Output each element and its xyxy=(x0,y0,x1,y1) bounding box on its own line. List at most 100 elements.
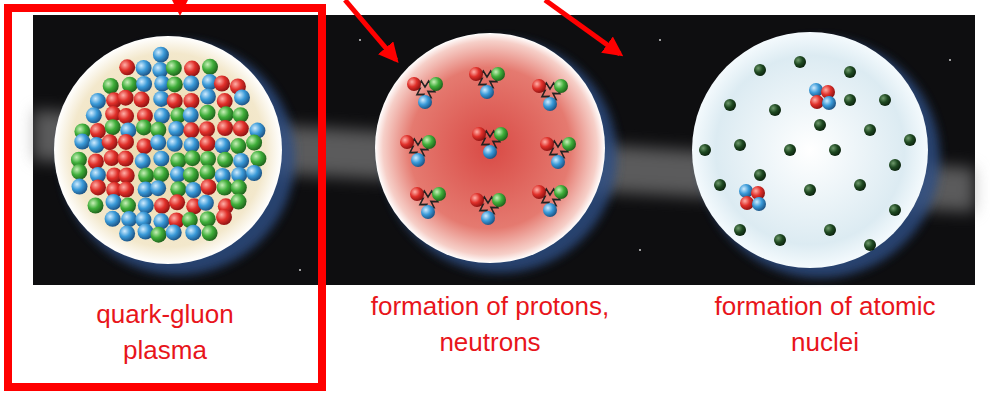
quark-ball xyxy=(88,198,104,214)
quark-ball xyxy=(432,187,446,201)
dark-band xyxy=(33,15,975,285)
quark-ball xyxy=(88,154,104,170)
proton-triplets xyxy=(400,67,576,225)
quark-ball xyxy=(138,198,154,214)
quark-ball xyxy=(118,151,134,167)
quark-ball xyxy=(90,123,106,139)
quark-ball xyxy=(138,168,154,184)
quark-ball xyxy=(167,76,183,92)
quark-ball xyxy=(429,77,443,91)
quark-ball xyxy=(184,61,200,77)
quark-ball xyxy=(411,153,425,167)
quark-ball xyxy=(168,121,184,137)
stage-label: formation of atomic nuclei xyxy=(691,288,959,360)
quark-gluon-balls xyxy=(71,47,267,243)
quark-ball xyxy=(183,107,199,123)
quark-ball xyxy=(199,121,215,137)
quark-ball xyxy=(202,59,218,75)
electron-dot xyxy=(769,104,781,116)
quark-ball xyxy=(118,134,134,150)
quark-ball xyxy=(562,137,576,151)
quark-ball xyxy=(169,194,185,210)
quark-ball xyxy=(153,213,169,229)
quark-ball xyxy=(154,108,170,124)
nucleon-ball xyxy=(810,95,824,109)
quark-ball xyxy=(185,225,201,241)
quark-ball xyxy=(214,76,230,92)
quark-ball xyxy=(470,193,484,207)
quark-ball xyxy=(135,153,151,169)
quark-ball xyxy=(418,95,432,109)
quark-ball xyxy=(183,76,199,92)
quark-ball xyxy=(154,198,170,214)
electron-dot xyxy=(699,144,711,156)
electron-dot xyxy=(734,139,746,151)
quark-ball xyxy=(200,89,216,105)
quark-ball xyxy=(233,121,249,137)
electron-dot xyxy=(724,99,736,111)
quark-ball xyxy=(151,227,167,243)
quark-ball xyxy=(554,185,568,199)
quark-ball xyxy=(86,107,102,123)
stage-label: quark-gluon plasma xyxy=(75,296,255,368)
quark-ball xyxy=(121,211,137,227)
quark-ball xyxy=(153,151,169,167)
quark-ball xyxy=(492,193,506,207)
quark-ball xyxy=(231,194,247,210)
quark-ball xyxy=(200,105,216,121)
electron-dot xyxy=(814,119,826,131)
quark-ball xyxy=(216,209,232,225)
quark-ball xyxy=(246,135,262,151)
electron-dot xyxy=(794,56,806,68)
quark-ball xyxy=(543,97,557,111)
quark-ball xyxy=(152,62,168,78)
nucleon-ball xyxy=(752,197,766,211)
quark-ball xyxy=(150,180,166,196)
quark-ball xyxy=(136,76,152,92)
quark-ball xyxy=(400,135,414,149)
quark-ball xyxy=(217,152,233,168)
quark-ball xyxy=(421,205,435,219)
quark-ball xyxy=(217,180,233,196)
electron-dot xyxy=(804,184,816,196)
pointer-arrow xyxy=(545,0,620,54)
quark-ball xyxy=(183,122,199,138)
electron-dot xyxy=(889,159,901,171)
quark-ball xyxy=(118,90,134,106)
quark-ball xyxy=(153,91,169,107)
quark-ball xyxy=(480,85,494,99)
quark-ball xyxy=(153,47,169,63)
hadron-sphere xyxy=(375,33,605,263)
quark-ball xyxy=(104,150,120,166)
quark-ball xyxy=(106,194,122,210)
quark-ball xyxy=(532,79,546,93)
electron-dot xyxy=(754,169,766,181)
quark-ball xyxy=(119,59,135,75)
quark-ball xyxy=(153,166,169,182)
quark-ball xyxy=(183,93,199,109)
quark-ball xyxy=(185,182,201,198)
quark-ball xyxy=(90,179,106,195)
nucleon-ball xyxy=(822,96,836,110)
pointer-arrow xyxy=(345,0,396,60)
electron-dot xyxy=(714,179,726,191)
quark-ball xyxy=(218,106,234,122)
quark-ball xyxy=(250,151,266,167)
quark-ball xyxy=(540,137,554,151)
nucleon-ball xyxy=(740,196,754,210)
quark-ball xyxy=(198,195,214,211)
quark-ball xyxy=(184,150,200,166)
quark-ball xyxy=(200,136,216,152)
quark-ball xyxy=(200,211,216,227)
quark-ball xyxy=(201,179,217,195)
quark-ball xyxy=(481,211,495,225)
electron-dot xyxy=(844,94,856,106)
electron-dot xyxy=(864,124,876,136)
quark-ball xyxy=(483,145,497,159)
quark-ball xyxy=(472,127,486,141)
quark-ball xyxy=(90,93,106,109)
electron-dot xyxy=(774,234,786,246)
quark-ball xyxy=(183,167,199,183)
quark-ball xyxy=(200,164,216,180)
quark-ball xyxy=(137,138,153,154)
